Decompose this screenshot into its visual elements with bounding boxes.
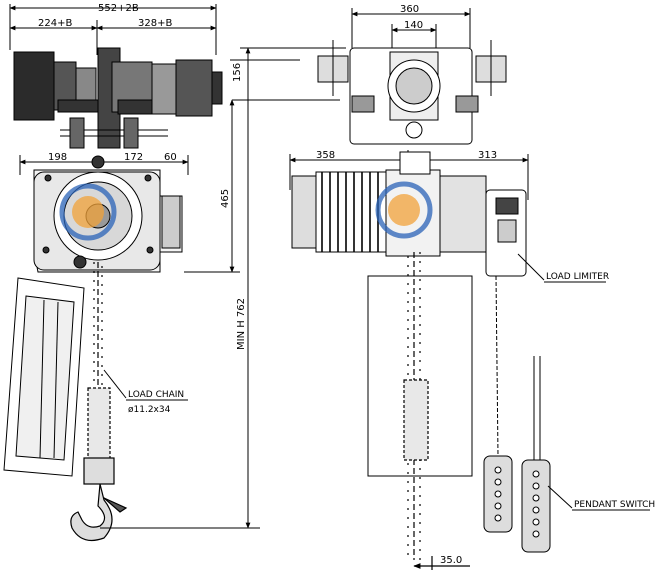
dim-inner-width: 140 — [404, 20, 423, 31]
vertical-dims — [100, 47, 346, 529]
watermark-logo — [59, 181, 433, 241]
pendant-switch-icon — [483, 455, 551, 553]
label-load-chain: LOAD CHAIN — [128, 390, 184, 400]
side-load-chain — [87, 262, 111, 461]
dim-front-left: 358 — [316, 150, 335, 161]
dim-trolley-height: 156 — [232, 63, 243, 82]
pendant-cable — [495, 275, 541, 460]
chain-bag — [3, 277, 85, 477]
side-trolley — [9, 4, 223, 149]
label-chain-size: ø11.2x34 — [128, 405, 171, 415]
front-hoist-body — [289, 150, 529, 477]
front-load-chain — [403, 252, 470, 570]
dim-chain-offset: 35.0 — [440, 555, 462, 566]
dim-body-height: 465 — [220, 189, 231, 208]
dim-front-width: 360 — [400, 4, 419, 15]
load-limiter-callout — [517, 253, 606, 283]
side-hoist-body — [19, 155, 189, 273]
load-chain-callout — [103, 369, 188, 401]
dim-right-width: 328+B — [138, 18, 172, 29]
dim-front-right: 313 — [478, 150, 497, 161]
dim-offset-172: 172 — [124, 152, 143, 163]
dim-overall-width: 552+2B — [98, 3, 139, 14]
dim-wheel-offset: 198 — [48, 152, 67, 163]
label-load-limiter: LOAD LIMITER — [546, 272, 609, 282]
dim-min-height: MIN H 762 — [236, 298, 247, 350]
dim-offset-60: 60 — [164, 152, 177, 163]
front-trolley — [317, 8, 507, 145]
label-pendant-switch: PENDANT SWITCH — [574, 500, 655, 510]
pendant-switch-callout — [547, 485, 650, 511]
hook-icon — [70, 457, 128, 541]
dim-left-width: 224+B — [38, 18, 72, 29]
